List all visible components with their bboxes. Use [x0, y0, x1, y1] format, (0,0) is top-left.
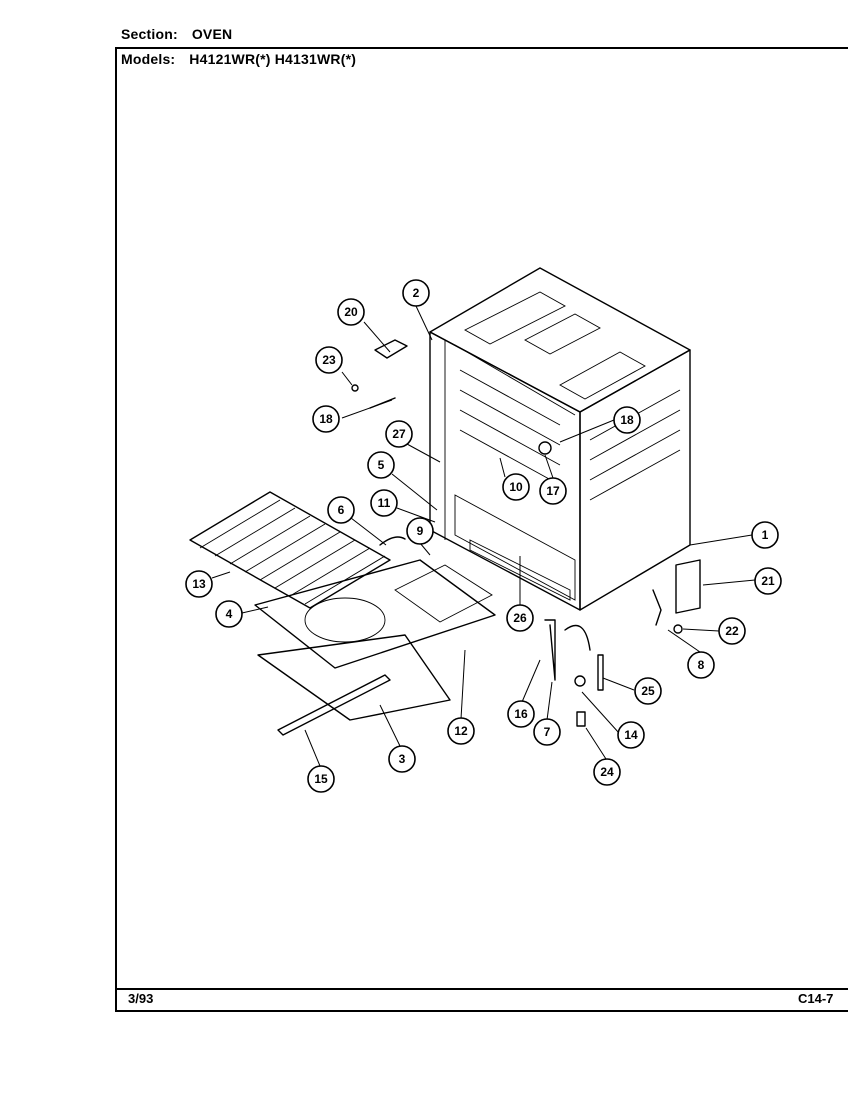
section-value: OVEN	[191, 26, 233, 42]
callout-26: 26	[506, 604, 534, 632]
svg-text:18: 18	[319, 412, 333, 426]
svg-text:6: 6	[338, 503, 345, 517]
svg-text:15: 15	[314, 772, 328, 786]
svg-text:24: 24	[600, 765, 614, 779]
oven-cavity	[429, 267, 691, 611]
svg-text:25: 25	[641, 684, 655, 698]
svg-text:18: 18	[620, 413, 634, 427]
bake-element	[277, 674, 391, 736]
svg-text:14: 14	[624, 728, 638, 742]
svg-text:3: 3	[399, 752, 406, 766]
oven-bottom-panel	[254, 559, 496, 669]
svg-text:9: 9	[417, 524, 424, 538]
footer-page-number: C14-7	[798, 991, 834, 1006]
svg-text:21: 21	[761, 574, 775, 588]
svg-text:23: 23	[322, 353, 336, 367]
callout-8: 8	[687, 651, 715, 679]
svg-text:11: 11	[378, 496, 391, 510]
models-value: H4121WR(*) H4131WR(*)	[189, 51, 357, 67]
svg-text:12: 12	[454, 724, 468, 738]
svg-text:22: 22	[725, 624, 739, 638]
small-parts	[351, 339, 701, 727]
callout-7: 7	[533, 718, 561, 746]
callout-3: 3	[388, 745, 416, 773]
footer-rule	[115, 988, 848, 990]
svg-text:13: 13	[192, 577, 206, 591]
svg-text:16: 16	[514, 707, 528, 721]
callout-18-right: 18	[613, 406, 641, 434]
callout-6: 6	[327, 496, 355, 524]
svg-text:2: 2	[413, 286, 420, 300]
callout-27: 27	[385, 420, 413, 448]
callout-18-left: 18	[312, 405, 340, 433]
callout-21: 21	[754, 567, 782, 595]
oven-rack	[189, 491, 391, 609]
callout-11: 11	[370, 489, 398, 517]
models-label: Models:	[121, 51, 176, 67]
callout-10: 10	[502, 473, 530, 501]
section-label: Section:	[121, 26, 178, 42]
callout-13: 13	[185, 570, 213, 598]
callout-15: 15	[307, 765, 335, 793]
svg-text:27: 27	[392, 427, 406, 441]
part-callouts: 1 2 3 4 5 6 7 8 9 10 11 12 13 14 15 16 1…	[185, 279, 782, 793]
svg-text:5: 5	[378, 458, 385, 472]
callout-24: 24	[593, 758, 621, 786]
svg-text:10: 10	[509, 480, 523, 494]
callout-22: 22	[718, 617, 746, 645]
svg-text:17: 17	[546, 484, 560, 498]
leader-lines	[211, 305, 756, 767]
callout-5: 5	[367, 451, 395, 479]
diagram-frame	[115, 47, 848, 1012]
svg-text:7: 7	[544, 725, 551, 739]
callout-4: 4	[215, 600, 243, 628]
callout-12: 12	[447, 717, 475, 745]
svg-text:4: 4	[226, 607, 233, 621]
svg-text:20: 20	[344, 305, 358, 319]
svg-text:26: 26	[513, 611, 527, 625]
callout-23: 23	[315, 346, 343, 374]
section-header: Section: OVEN	[121, 26, 232, 42]
callout-25: 25	[634, 677, 662, 705]
svg-text:1: 1	[762, 528, 769, 542]
callout-1: 1	[751, 521, 779, 549]
callout-20: 20	[337, 298, 365, 326]
bottom-insulation	[257, 634, 451, 721]
callout-9: 9	[406, 517, 434, 545]
footer-date: 3/93	[128, 991, 154, 1006]
callout-16: 16	[507, 700, 535, 728]
svg-text:8: 8	[698, 658, 705, 672]
models-header: Models: H4121WR(*) H4131WR(*)	[121, 51, 356, 67]
callout-17: 17	[539, 477, 567, 505]
callout-2: 2	[402, 279, 430, 307]
callout-14: 14	[617, 721, 645, 749]
